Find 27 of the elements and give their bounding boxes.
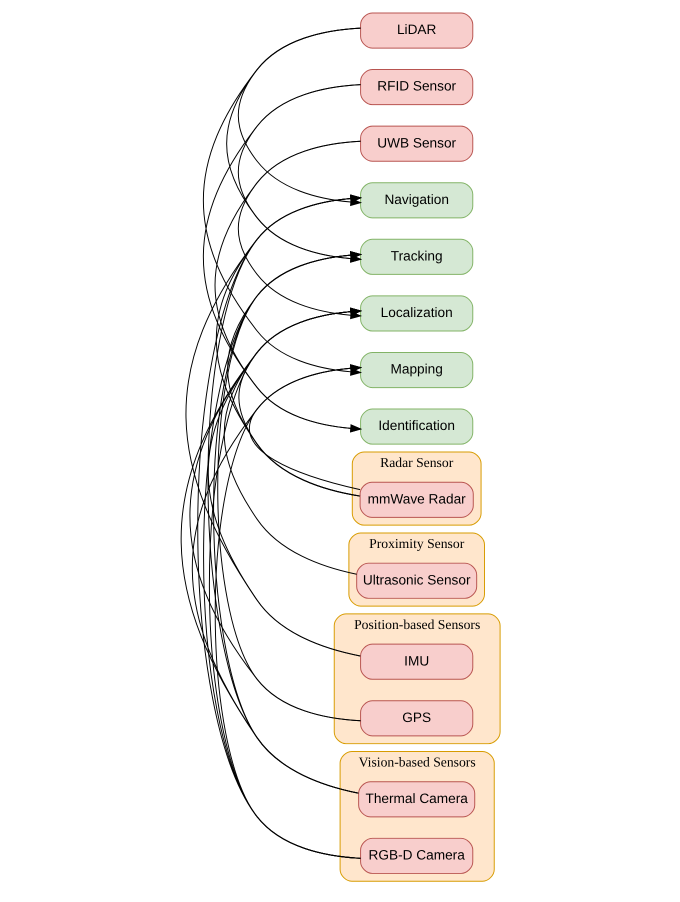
arrow — [188, 308, 362, 722]
arrow — [214, 140, 362, 432]
arrow — [223, 308, 362, 575]
node-box: Ultrasonic Sensor — [356, 562, 477, 599]
node-box: mmWave Radar — [359, 482, 474, 518]
arrow — [202, 84, 362, 432]
arrow — [215, 194, 362, 497]
arrow — [202, 28, 362, 376]
arrow — [185, 194, 362, 656]
node-box: UWB Sensor — [360, 126, 473, 162]
node-box: Localization — [360, 295, 473, 332]
node-box: Thermal Camera — [358, 781, 475, 818]
node-box: RGB-D Camera — [360, 838, 473, 874]
node-box: LiDAR — [360, 12, 473, 49]
node-box: RFID Sensor — [360, 69, 473, 106]
arrow — [180, 308, 362, 794]
arrow — [238, 308, 362, 497]
arrow — [226, 251, 362, 497]
arrow — [248, 364, 362, 490]
arrow — [191, 364, 362, 794]
node-box: Tracking — [360, 238, 473, 275]
node-box: IMU — [360, 644, 473, 680]
node-box: Mapping — [360, 352, 473, 388]
node-box: GPS — [360, 700, 473, 736]
node-box: Navigation — [360, 182, 473, 218]
node-box: Identification — [360, 408, 473, 445]
arrow — [207, 308, 362, 656]
